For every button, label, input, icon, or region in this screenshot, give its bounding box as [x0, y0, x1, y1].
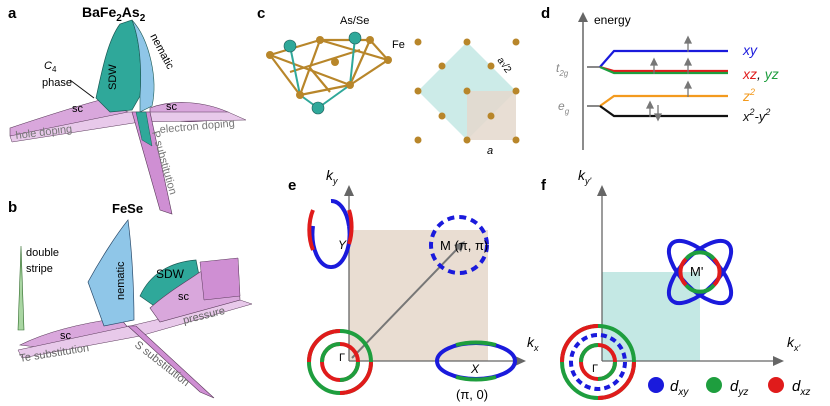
gamma-m-arrow — [351, 245, 461, 359]
pressure-wall — [199, 257, 241, 301]
panel-f: f ky' kx' M' Γ dxy — [541, 167, 810, 400]
ky-axis-arrow — [344, 185, 354, 196]
gamma-prime-inner-green-b — [597, 361, 617, 381]
sc-label-right-b: sc — [178, 291, 190, 303]
nematic-dome-b — [87, 219, 135, 327]
gamma-prime-dashed — [569, 333, 627, 391]
gamma-m-arrowhead — [454, 241, 465, 252]
panel-f-letter: f — [541, 177, 547, 194]
c4-arrow — [69, 79, 95, 99]
as-atoms — [283, 31, 362, 115]
gamma-outer-red-a — [307, 329, 341, 363]
fe-lattice-bonds — [269, 38, 389, 97]
yz-level — [599, 65, 728, 75]
gamma-prime-inner-green-a — [579, 343, 599, 363]
legend-dot-xz — [768, 377, 784, 393]
panel-a: a BaFe2As2 SDW nematic C4 phase sc sc ho… — [8, 4, 247, 215]
kx-axis-arrow — [515, 356, 526, 366]
legend-label-xy: dxy — [670, 378, 689, 398]
ky-label: ky — [326, 167, 338, 186]
y-pocket-left-red — [307, 209, 315, 251]
x2y2-level — [599, 105, 728, 118]
s-substitution-fin — [127, 325, 215, 399]
legend-dot-yz — [706, 377, 722, 393]
x-pocket-green-bottom — [455, 375, 497, 382]
legend-label-yz: dyz — [730, 378, 748, 398]
y-pocket-bottom — [310, 225, 332, 269]
orbital-legend: dxy dyz dxz — [648, 377, 810, 398]
ky-prime-label: ky' — [578, 167, 592, 186]
eg-label: eg — [558, 99, 570, 116]
gamma-outer-red-b — [339, 361, 373, 395]
x-pocket-green-top — [455, 340, 497, 347]
panel-e-letter: e — [288, 177, 296, 194]
panel-a-title: BaFe2As2 — [82, 4, 146, 24]
panel-c-letter: c — [257, 5, 265, 22]
kx-label: kx — [527, 334, 539, 353]
kx-prime-label: kx' — [787, 334, 801, 353]
panel-b-title: FeSe — [112, 201, 143, 216]
sc-label-right: sc — [166, 101, 178, 113]
sc-label-left: sc — [72, 103, 84, 115]
c4-phase-label: phase — [42, 77, 72, 89]
a-label: a — [487, 145, 493, 157]
panel-d: d energy t2g eg xy xz, yz z2 x2-y2 — [541, 5, 779, 150]
xz-level — [599, 65, 728, 73]
y-pocket-right-red — [347, 209, 354, 245]
gamma-inner-green-b — [339, 361, 360, 382]
as-se-label: As/Se — [340, 15, 369, 27]
double-stripe-spike — [17, 245, 25, 331]
m-prime-pockets — [666, 238, 734, 306]
m-pocket-dashed — [429, 215, 489, 275]
panel-d-letter: d — [541, 5, 550, 22]
z2-label: z2 — [742, 87, 755, 104]
double-label: double — [26, 247, 59, 259]
xz-yz-label: xz, yz — [742, 66, 779, 82]
square-lattice-atoms — [414, 38, 520, 144]
sdw-fin — [135, 111, 153, 147]
xy-level — [599, 49, 728, 68]
ky-prime-axis-arrow — [597, 185, 607, 196]
y-pocket-top — [330, 199, 351, 227]
panel-b: b FeSe double stripe nematic SDW sc sc T… — [8, 199, 253, 399]
sc-label-left-b: sc — [60, 330, 72, 342]
spin-arrows — [645, 35, 693, 122]
m-prime-label: M' — [690, 264, 703, 279]
xy-label: xy — [742, 42, 758, 58]
energy-axis-arrow — [578, 12, 588, 22]
panel-a-letter: a — [8, 5, 17, 22]
panel-b-letter: b — [8, 199, 17, 216]
kx-prime-axis-arrow — [773, 356, 784, 366]
sdw-label: SDW — [107, 64, 119, 90]
z2-level — [599, 94, 728, 107]
brillouin-zone — [349, 230, 488, 361]
y-point-label: Y — [338, 238, 347, 252]
energy-label: energy — [594, 13, 631, 27]
nematic-label-b: nematic — [115, 261, 127, 300]
legend-dot-xy — [648, 377, 664, 393]
panel-c: c As/Se Fe — [257, 5, 520, 157]
gamma-label-e: Γ — [339, 352, 345, 364]
x2y2-label: x2-y2 — [742, 107, 770, 124]
gamma-prime-outer-red-b — [597, 361, 636, 400]
fe-atoms — [266, 36, 392, 99]
m-point-label: M (π, π) — [440, 238, 488, 253]
legend-label-xz: dxz — [792, 378, 810, 398]
c4-label: C4 — [44, 60, 57, 74]
gamma-inner-green-a — [320, 342, 341, 363]
pi-zero-label: (π, 0) — [456, 387, 488, 402]
s-substitution-label: S substitution — [132, 339, 191, 389]
gamma-label-f: Γ — [592, 363, 598, 375]
nematic-dome — [131, 19, 155, 113]
gamma-prime-outer-red-a — [560, 324, 599, 363]
panel-e: e ky kx Y M (π, π) Γ X (π, 0) — [288, 167, 539, 402]
base-sheet — [9, 111, 247, 143]
stripe-label: stripe — [26, 263, 53, 275]
x-point-label: X — [470, 362, 480, 376]
fe-label: Fe — [392, 39, 405, 51]
t2g-label: t2g — [556, 61, 569, 78]
sdw-label-b: SDW — [156, 267, 185, 281]
